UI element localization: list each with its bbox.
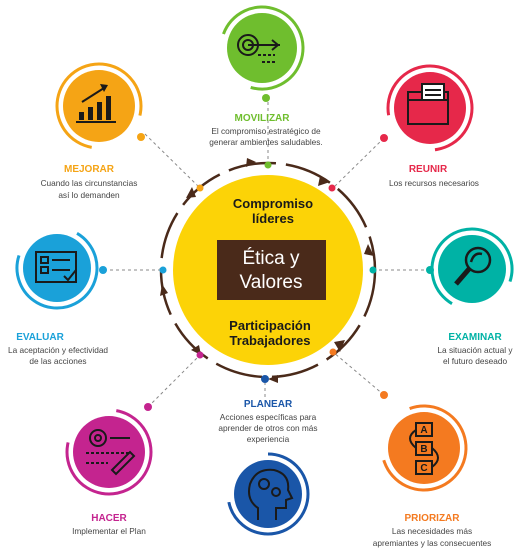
priorizar-ring	[380, 404, 468, 492]
inner-dot-movilizar	[264, 161, 272, 169]
planear-ring	[226, 452, 310, 536]
inner-dot-mejorar	[196, 184, 204, 192]
hacer-ring	[65, 408, 153, 496]
hacer-title: HACER	[91, 513, 127, 524]
abc-flowchart-icon	[409, 422, 439, 475]
step-priorizar: A B C PRIORIZAR Las necesidades más apre…	[373, 391, 492, 548]
step-planear: PLANEAR Acciones específicas para aprend…	[218, 375, 318, 536]
reunir-ring	[386, 64, 474, 152]
movilizar-title: MOVILIZAR	[235, 113, 291, 124]
step-mejorar: MEJORAR Cuando las circunstancias así lo…	[41, 62, 145, 200]
mejorar-title: MEJORAR	[64, 164, 115, 175]
inner-dot-evaluar	[159, 266, 167, 274]
movilizar-ring	[219, 5, 305, 91]
priorizar-desc-2: apremiantes y las consecuentes	[373, 538, 492, 548]
priorizar-icon-label-a: A	[420, 425, 427, 436]
inner-dots	[159, 161, 377, 359]
center-top-line1: Compromiso	[233, 196, 313, 211]
movilizar-desc-2: generar ambientes saludables.	[209, 137, 322, 147]
connectors	[104, 102, 430, 408]
center-box-line1: Ética y	[242, 248, 300, 269]
step-hacer: HACER Implementar el Plan	[65, 403, 153, 536]
planear-desc-1: Acciones específicas para	[220, 412, 317, 422]
planear-desc-3: experiencia	[247, 434, 290, 444]
evaluar-title: EVALUAR	[16, 332, 64, 343]
reunir-title: REUNIR	[409, 164, 448, 175]
mejorar-desc-1: Cuando las circunstancias	[41, 178, 138, 188]
inner-dot-hacer	[196, 351, 204, 359]
inner-dot-priorizar	[329, 348, 337, 356]
step-evaluar: EVALUAR La aceptación y efectividad de l…	[8, 226, 108, 366]
center-box-line2: Valores	[239, 272, 302, 293]
priorizar-circle	[388, 412, 460, 484]
magnifier-icon	[454, 246, 492, 286]
step-reunir: REUNIR Los recursos necesarios	[380, 64, 479, 188]
reunir-desc-1: Los recursos necesarios	[389, 178, 479, 188]
growth-chart-icon	[76, 84, 116, 123]
reunir-circle	[394, 72, 466, 144]
reunir-dot	[380, 134, 388, 142]
center-box	[217, 240, 326, 300]
mejorar-ring	[55, 62, 143, 150]
inner-dot-reunir	[328, 184, 336, 192]
priorizar-title: PRIORIZAR	[405, 513, 461, 524]
examinar-dot	[426, 266, 434, 274]
center-bottom-line2: Trabajadores	[230, 333, 311, 348]
inner-dot-examinar	[369, 266, 377, 274]
step-examinar: EXAMINAR La situación actual y el futuro…	[426, 227, 514, 366]
evaluar-desc-1: La aceptación y efectividad	[8, 345, 108, 355]
planear-dot	[261, 375, 269, 383]
folder-documents-icon	[407, 83, 449, 125]
step-movilizar: MOVILIZAR El compromiso estratégico de g…	[209, 5, 323, 147]
checklist-icon	[35, 251, 77, 283]
priorizar-desc-1: Las necesidades más	[392, 526, 472, 536]
examinar-title: EXAMINAR	[448, 332, 502, 343]
planear-desc-2: aprender de otros con más	[218, 423, 317, 433]
mejorar-desc-2: así lo demanden	[58, 190, 120, 200]
evaluar-dot	[99, 266, 107, 274]
planear-title: PLANEAR	[244, 399, 293, 410]
evaluar-ring	[15, 226, 99, 310]
cycle-arrowheads	[160, 158, 374, 383]
movilizar-circle	[227, 13, 297, 83]
examinar-desc-2: el futuro deseado	[443, 356, 508, 366]
head-gears-icon	[248, 468, 294, 520]
priorizar-icon-label-c: C	[420, 463, 427, 474]
evaluar-circle	[23, 234, 91, 302]
center-top-line2: líderes	[252, 211, 294, 226]
gears-pencil-icon	[86, 429, 136, 476]
mejorar-dot	[137, 133, 145, 141]
center-bottom-line1: Participación	[229, 318, 311, 333]
priorizar-dot	[380, 391, 388, 399]
examinar-ring	[430, 227, 514, 311]
hacer-desc-1: Implementar el Plan	[72, 526, 146, 536]
target-arrow-icon	[237, 34, 280, 63]
hacer-dot	[144, 403, 152, 411]
movilizar-dot	[262, 94, 270, 102]
evaluar-desc-2: de las acciones	[29, 356, 86, 366]
movilizar-desc-1: El compromiso estratégico de	[211, 126, 321, 136]
examinar-desc-1: La situación actual y	[437, 345, 513, 355]
priorizar-icon-label-b: B	[420, 444, 427, 455]
